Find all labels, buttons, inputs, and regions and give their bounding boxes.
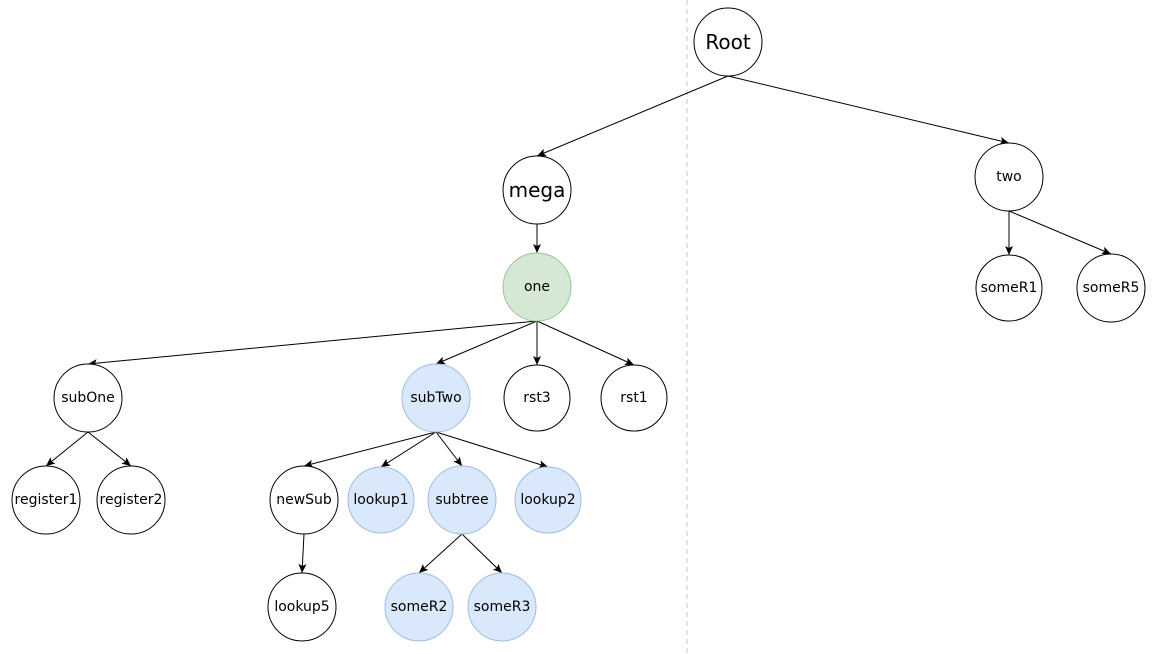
node-circle-newSub[interactable] bbox=[269, 465, 339, 535]
node-circle-someR2[interactable] bbox=[384, 572, 454, 642]
node-circle-lookup2[interactable] bbox=[514, 466, 582, 534]
node-Root[interactable]: Root bbox=[693, 7, 763, 77]
tree-edges-group bbox=[45, 75, 1112, 574]
node-mega[interactable]: mega bbox=[502, 155, 572, 225]
node-circle-rst1[interactable] bbox=[600, 364, 668, 432]
edge-subTwo-newSub bbox=[303, 431, 437, 468]
node-circle-subTwo[interactable] bbox=[401, 363, 471, 433]
node-someR1[interactable]: someR1 bbox=[975, 254, 1043, 322]
node-circle-register2[interactable] bbox=[96, 465, 166, 535]
node-subTwo[interactable]: subTwo bbox=[401, 363, 471, 433]
edge-subOne-register1 bbox=[45, 431, 89, 467]
node-one[interactable]: one bbox=[502, 252, 572, 322]
node-two[interactable]: two bbox=[974, 142, 1044, 212]
edge-one-subTwo bbox=[435, 320, 538, 365]
node-circle-someR1[interactable] bbox=[975, 254, 1043, 322]
edge-Root-mega bbox=[536, 75, 729, 157]
node-register2[interactable]: register2 bbox=[96, 465, 166, 535]
node-circle-two[interactable] bbox=[974, 142, 1044, 212]
edge-subTwo-lookup2 bbox=[435, 431, 549, 469]
node-circle-mega[interactable] bbox=[502, 155, 572, 225]
edge-subTwo-lookup1 bbox=[380, 431, 437, 468]
edge-subOne-register2 bbox=[87, 431, 132, 467]
node-lookup1[interactable]: lookup1 bbox=[347, 466, 415, 534]
node-lookup5[interactable]: lookup5 bbox=[267, 572, 337, 642]
node-circle-one[interactable] bbox=[502, 252, 572, 322]
edge-subtree-someR2 bbox=[418, 533, 463, 574]
node-rst1[interactable]: rst1 bbox=[600, 364, 668, 432]
node-someR5[interactable]: someR5 bbox=[1076, 253, 1146, 323]
edge-two-someR5 bbox=[1008, 210, 1112, 255]
edge-Root-two bbox=[727, 75, 1010, 145]
node-circle-lookup5[interactable] bbox=[267, 572, 337, 642]
edge-subtree-someR3 bbox=[461, 533, 503, 574]
node-circle-subOne[interactable] bbox=[53, 363, 123, 433]
node-newSub[interactable]: newSub bbox=[269, 465, 339, 535]
node-subtree[interactable]: subtree bbox=[427, 465, 497, 535]
node-circle-register1[interactable] bbox=[11, 465, 81, 535]
node-register1[interactable]: register1 bbox=[11, 465, 81, 535]
edge-subTwo-subtree bbox=[435, 431, 463, 467]
tree-nodes-group: Root mega two one someR1 someR5 subOne subTwo rs… bbox=[11, 7, 1146, 642]
node-lookup2[interactable]: lookup2 bbox=[514, 466, 582, 534]
node-circle-rst3[interactable] bbox=[503, 364, 571, 432]
node-rst3[interactable]: rst3 bbox=[503, 364, 571, 432]
node-circle-Root[interactable] bbox=[693, 7, 763, 77]
node-subOne[interactable]: subOne bbox=[53, 363, 123, 433]
node-circle-subtree[interactable] bbox=[427, 465, 497, 535]
edge-newSub-lookup5 bbox=[298, 533, 307, 574]
node-circle-lookup1[interactable] bbox=[347, 466, 415, 534]
edge-one-subOne bbox=[87, 320, 538, 368]
node-circle-someR5[interactable] bbox=[1076, 253, 1146, 323]
node-someR3[interactable]: someR3 bbox=[467, 572, 537, 642]
node-circle-someR3[interactable] bbox=[467, 572, 537, 642]
node-someR2[interactable]: someR2 bbox=[384, 572, 454, 642]
edge-one-rst1 bbox=[536, 320, 635, 366]
